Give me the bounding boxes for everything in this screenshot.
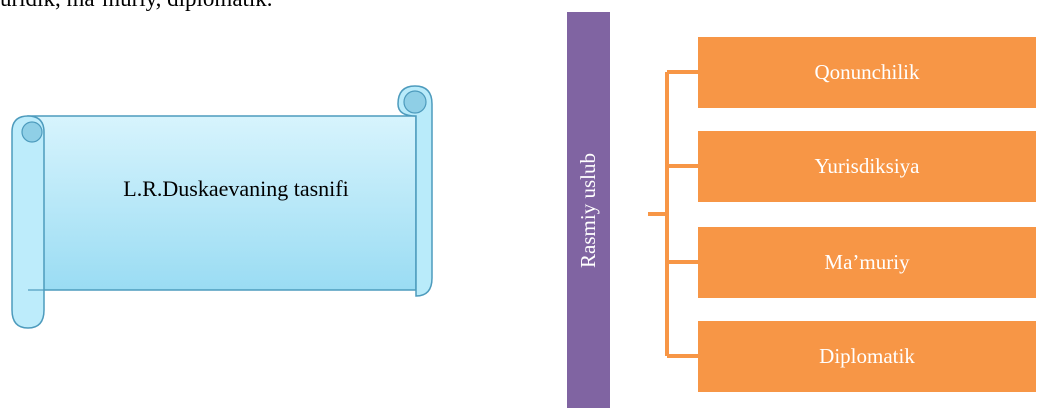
- child-node-diplomatik: Diplomatik: [698, 321, 1036, 392]
- child-node-mamuriy: Ma’muriy: [698, 227, 1036, 298]
- scroll-shape: [11, 85, 433, 329]
- root-node: [567, 12, 610, 408]
- child-node-qonunchilik: Qonunchilik: [698, 37, 1036, 108]
- child-node-yurisdiksiya: Yurisdiksiya: [698, 131, 1036, 202]
- scroll-label: L.R.Duskaevaning tasnifi: [123, 176, 349, 201]
- top-text: uridik, ma’muriy, diplomatik.: [0, 0, 273, 12]
